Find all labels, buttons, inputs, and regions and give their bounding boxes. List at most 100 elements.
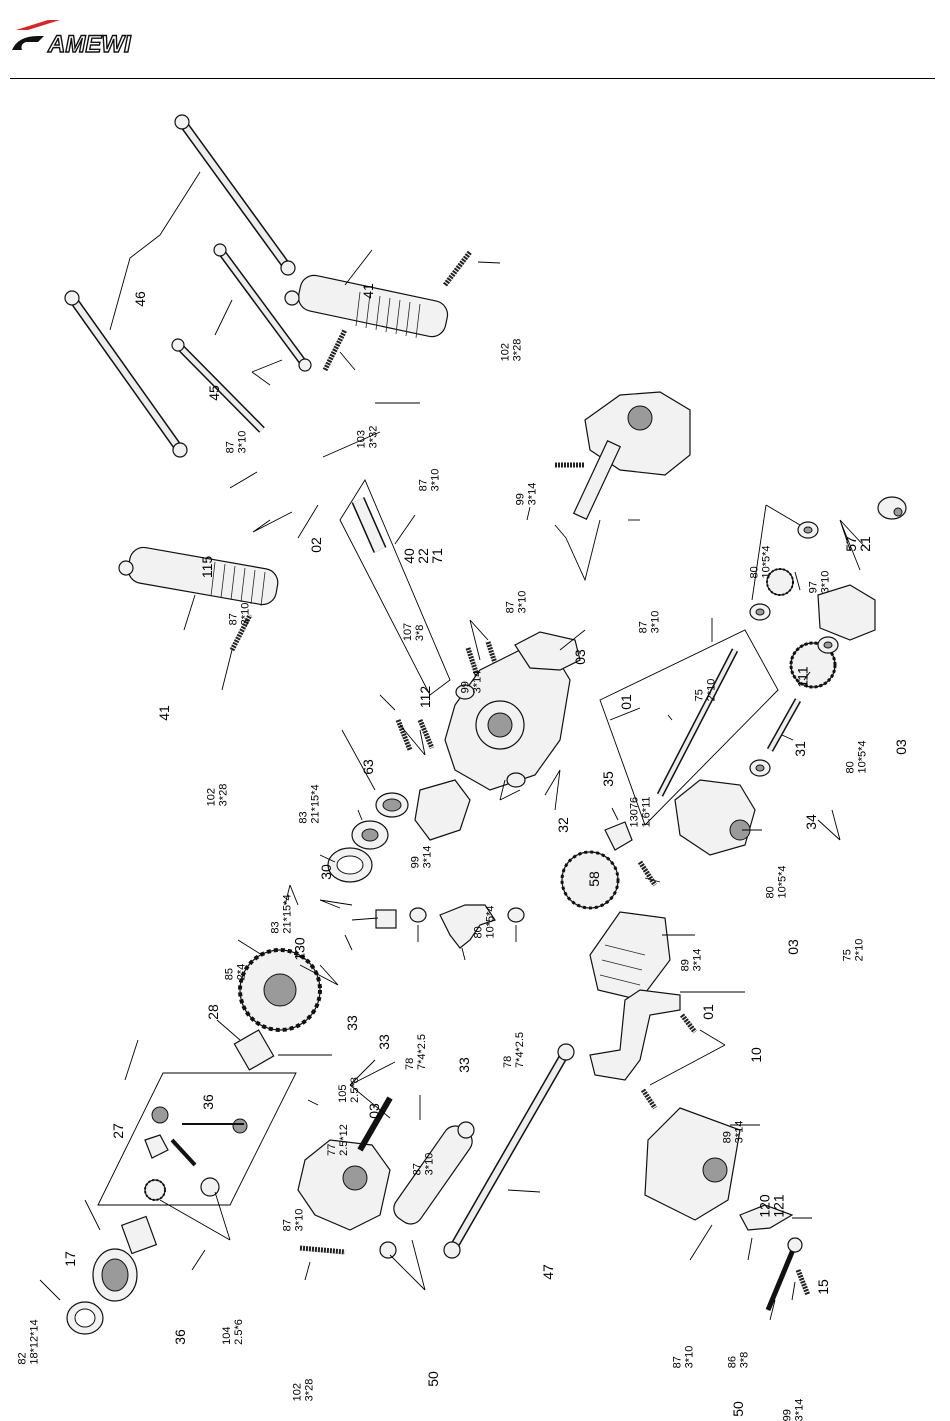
callout-103: 103 3*32 <box>355 425 380 449</box>
center-differential-housing <box>414 631 581 841</box>
gear-cover-03-lower <box>674 779 756 856</box>
exploded-parts-diagram: 46 41 102 3*28 45 87 3*10 103 3*32 87 3*… <box>0 80 950 1421</box>
shaft-36-lower <box>120 1215 158 1255</box>
callout-45: 45 <box>205 385 222 401</box>
callout-102-bottom: 102 3*28 <box>291 1378 316 1402</box>
callout-80-c: 80 10*5*4 <box>472 905 497 939</box>
callout-78-b: 78 7*4*2.5 <box>502 1031 527 1069</box>
callout-01-b: 01 <box>699 1004 716 1020</box>
link-rod-50-small <box>765 1237 803 1311</box>
callout-87-e: 87 3*10 <box>637 610 662 634</box>
group-box-35 <box>599 629 779 826</box>
callout-30: 30 <box>317 864 334 880</box>
callout-80-d: 80 10*5*4 <box>764 865 789 899</box>
shaft-36-upper <box>233 1029 275 1071</box>
collar-57 <box>877 496 907 520</box>
callout-35: 35 <box>599 771 616 787</box>
axle-housing-upper-right <box>572 391 691 521</box>
hub-33 <box>375 909 397 929</box>
callout-80-a: 80 10*5*4 <box>748 545 773 579</box>
callout-78-a: 78 7*4*2.5 <box>404 1033 429 1071</box>
callout-15: 15 <box>814 1279 831 1295</box>
callout-46: 46 <box>131 291 148 307</box>
callout-83-a: 83 21*15*4 <box>297 784 322 824</box>
differential-unit <box>560 821 633 910</box>
callout-41-lower: 41 <box>155 705 172 721</box>
callout-41-upper: 41 <box>359 283 376 299</box>
shock-absorber-41-upper <box>284 274 449 339</box>
callout-82: 82 18*12*14 <box>16 1319 41 1365</box>
callout-33-a: 33 <box>343 1015 360 1031</box>
callout-58: 58 <box>585 871 602 887</box>
callout-80-b: 80 10*5*4 <box>844 740 869 774</box>
callout-99-a: 99 3*14 <box>514 482 539 506</box>
suspension-arm-33 <box>439 904 496 949</box>
link-rod-46-upper <box>174 114 296 276</box>
callout-85: 85 2*4 <box>223 963 248 981</box>
callout-03-b: 03 <box>892 739 909 755</box>
link-rod-small <box>171 338 265 433</box>
diff-case-17 <box>92 1248 138 1302</box>
callout-107: 107 3*8 <box>402 622 427 642</box>
servo-120 <box>644 1107 741 1221</box>
shock-absorber-lower <box>379 1121 475 1259</box>
callout-17: 17 <box>61 1251 78 1267</box>
callout-03-d: 03 <box>365 1103 382 1119</box>
callout-36-upper: 36 <box>199 1094 216 1110</box>
callout-32: 32 <box>554 817 571 833</box>
callout-87-a: 87 3*10 <box>224 430 249 454</box>
callout-87-h: 87 3*10 <box>671 1345 696 1369</box>
callout-33-b: 33 <box>375 1034 392 1050</box>
callout-50-right: 50 <box>729 1401 746 1417</box>
callout-115: 115 <box>199 555 216 579</box>
callout-104: 104 2.5*6 <box>220 1319 245 1345</box>
amewi-logo: AMEWI <box>12 20 133 59</box>
callout-03-c: 03 <box>784 939 801 955</box>
mount-bracket-10 <box>589 989 681 1081</box>
callout-02: 02 <box>307 537 324 553</box>
bearing-83-upper <box>375 792 409 818</box>
group-box-27 <box>97 1072 297 1206</box>
callout-03-a: 03 <box>571 649 588 665</box>
callout-75-a: 75 2*10 <box>693 678 718 702</box>
spur-gear-28 <box>238 948 322 1032</box>
shock-absorber-41-lower <box>118 546 279 607</box>
callout-63: 63 <box>359 759 376 775</box>
callout-111: 111 <box>794 666 811 688</box>
callout-36-lower: 36 <box>171 1329 188 1345</box>
callout-87-c: 87 3*10 <box>227 602 252 626</box>
bearing-83-lower <box>327 847 373 883</box>
link-rod-46-lower <box>64 290 188 458</box>
diagram-drawing <box>39 114 907 1335</box>
callout-10: 10 <box>747 1047 764 1063</box>
callout-40-22-71: 40 22 71 <box>400 548 445 564</box>
callout-47: 47 <box>539 1264 556 1280</box>
callout-31: 31 <box>791 741 808 757</box>
callout-13076: 13076 1.6*11 <box>628 796 653 828</box>
page-header: AMEWI <box>0 0 950 80</box>
callout-99-d: 99 3*14 <box>781 1398 806 1421</box>
callout-75-b: 75 2*10 <box>841 938 866 962</box>
callout-89-a: 89 3*14 <box>679 948 704 972</box>
callout-87-f: 87 3*10 <box>411 1152 436 1176</box>
shaft-34 <box>766 698 802 752</box>
axle-housing-lower-left <box>297 1096 393 1231</box>
callout-57-21: 57 21 <box>842 536 873 552</box>
logo-wordmark: AMEWI <box>47 31 132 58</box>
callout-105: 105 2.5*8 <box>336 1077 361 1103</box>
header-divider <box>10 78 935 79</box>
callout-01-a: 01 <box>617 694 634 710</box>
callout-97: 97 3*10 <box>807 570 832 594</box>
callout-83-b: 83 21*15*4 <box>269 894 294 934</box>
link-rod-45 <box>213 243 312 372</box>
drive-shaft-107 <box>351 497 387 553</box>
callout-87-g: 87 3*10 <box>281 1208 306 1232</box>
callout-87-d: 87 3*10 <box>504 590 529 614</box>
gear-31 <box>766 568 837 689</box>
callout-99-b: 99 3*14 <box>459 670 484 694</box>
callout-120-121: 120 121 <box>756 1194 787 1218</box>
callout-87-b: 87 3*10 <box>417 468 442 492</box>
callout-50-left: 50 <box>424 1371 441 1387</box>
diff-gears-inner <box>144 1106 248 1201</box>
screws <box>229 250 811 1296</box>
